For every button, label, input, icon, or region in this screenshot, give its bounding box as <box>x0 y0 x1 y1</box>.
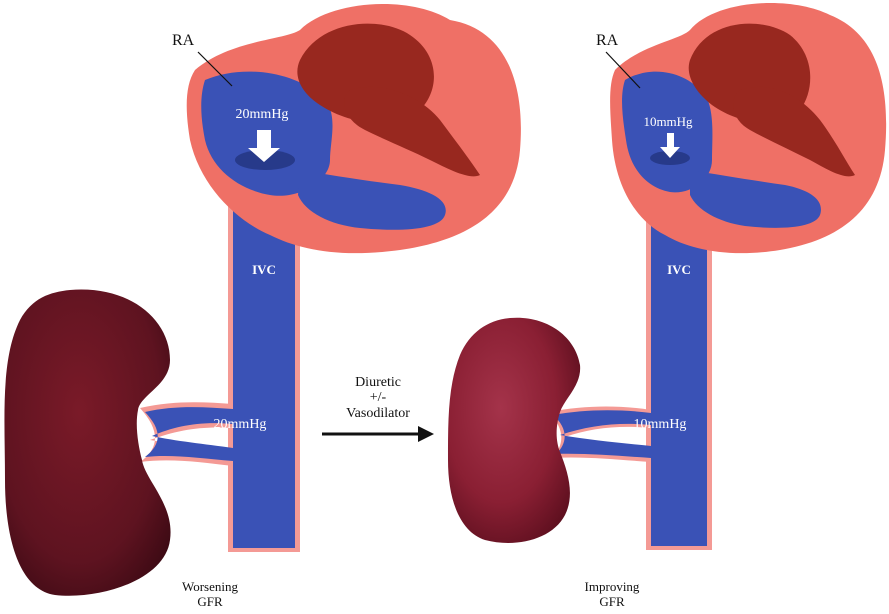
treatment-line3: Vasodilator <box>346 406 410 421</box>
left-ivc-label: IVC <box>252 262 276 277</box>
right-caption-line1: Improving <box>585 579 640 594</box>
left-kidney <box>4 290 170 596</box>
right-renal-pressure: 10mmHg <box>634 417 687 432</box>
left-panel: RA 20mmHg IVC 20mmHg Worsening GFR <box>4 4 520 609</box>
treatment-line1: Diuretic <box>355 375 401 390</box>
right-ra-pressure: 10mmHg <box>643 114 693 129</box>
right-ra-label: RA <box>596 32 619 49</box>
right-renal-veins <box>548 406 651 462</box>
left-ivc <box>228 190 300 552</box>
left-caption-line2: GFR <box>197 594 223 609</box>
right-ivc-label: IVC <box>667 262 691 277</box>
left-renal-pressure: 20mmHg <box>214 417 267 432</box>
left-renal-veins <box>140 402 233 466</box>
right-caption-line2: GFR <box>599 594 625 609</box>
left-caption-line1: Worsening <box>182 579 238 594</box>
left-ra-pressure: 20mmHg <box>236 107 289 122</box>
treatment-arrow <box>322 426 434 442</box>
treatment: Diuretic +/- Vasodilator <box>322 375 434 442</box>
treatment-line2: +/- <box>370 390 387 405</box>
left-ra-label: RA <box>172 32 195 49</box>
